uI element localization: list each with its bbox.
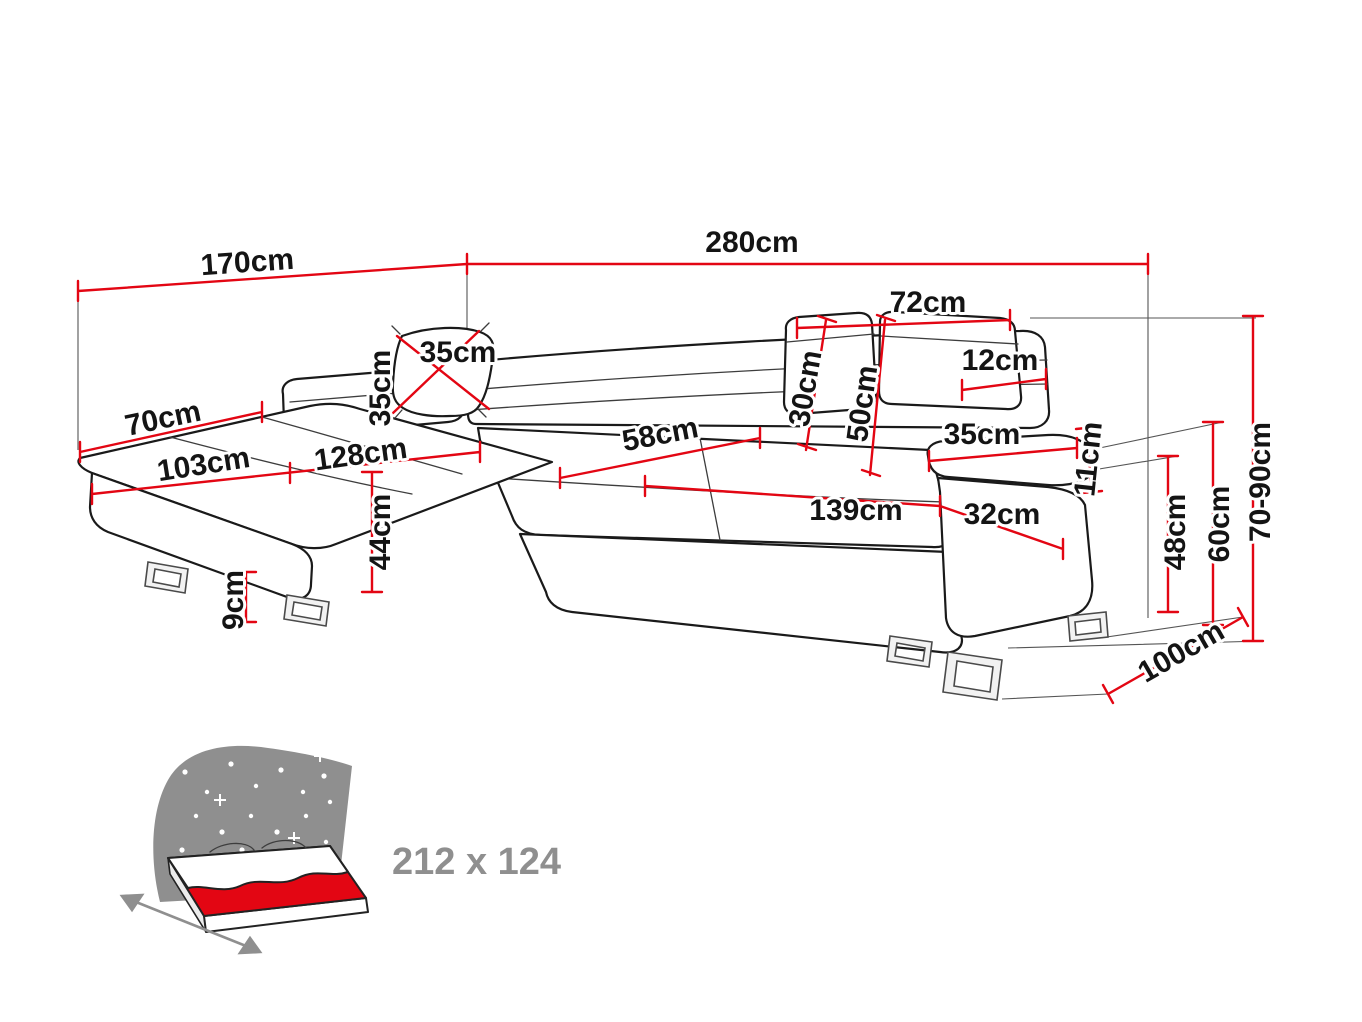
chaise-seat: [77, 402, 554, 550]
dim-seat-height: 44cm: [364, 494, 397, 571]
dim-total-depth-left: 170cm: [200, 243, 295, 282]
dimension-line-headrests: [795, 308, 1048, 402]
dim-armrest-top-length: 35cm: [944, 418, 1021, 451]
dim-pillow-width: 35cm: [420, 336, 497, 369]
dimension-line-seat-depth: [558, 426, 762, 490]
dimension-line-armrest: [927, 425, 1104, 495]
blanket: [167, 845, 349, 891]
dim-armrest-depth: 32cm: [964, 498, 1041, 531]
dim-total-width: 280cm: [705, 226, 798, 259]
dim-side-height: 60cm: [1203, 486, 1236, 563]
dim-armrest-thickness: 11cm: [1068, 420, 1109, 498]
sofa-outline: [77, 310, 1109, 701]
dimension-line-right-heights: [1156, 314, 1265, 643]
sleeping-area-icon: 212 x 124: [119, 745, 561, 955]
dim-side-depth: 100cm: [1133, 614, 1230, 689]
dim-pillow-height: 35cm: [364, 350, 397, 427]
dimension-line-side-depth: [1101, 606, 1250, 705]
dimension-line-back-heights: [796, 313, 897, 478]
headrest-left: [782, 311, 878, 416]
sleeping-area-size: 212 x 124: [392, 841, 561, 883]
dimension-line-chaise: [78, 400, 482, 506]
dimension-line-seat-leg-height: [234, 470, 384, 624]
headrest-right: [877, 310, 1023, 411]
armrest-top: [926, 433, 1097, 487]
dimension-line-top: [76, 252, 1150, 303]
dimension-lines: [76, 252, 1265, 705]
dim-total-height-range: 70-90cm: [1244, 422, 1277, 542]
base-front: [518, 532, 964, 654]
dim-headrest-span: 72cm: [890, 286, 967, 319]
dim-armrest-floor-height: 48cm: [1159, 494, 1192, 571]
width-arrow: [119, 893, 263, 955]
dim-seat-width-right: 139cm: [809, 494, 902, 527]
dimension-line-pillow-cross: [391, 329, 491, 415]
sofa-legs: [144, 561, 1109, 701]
dimension-line-seat-width: [643, 474, 1065, 561]
guide-lines: [77, 264, 1264, 700]
dim-leg-height: 9cm: [217, 570, 250, 630]
dim-headrest-tilt-depth: 12cm: [962, 344, 1039, 377]
